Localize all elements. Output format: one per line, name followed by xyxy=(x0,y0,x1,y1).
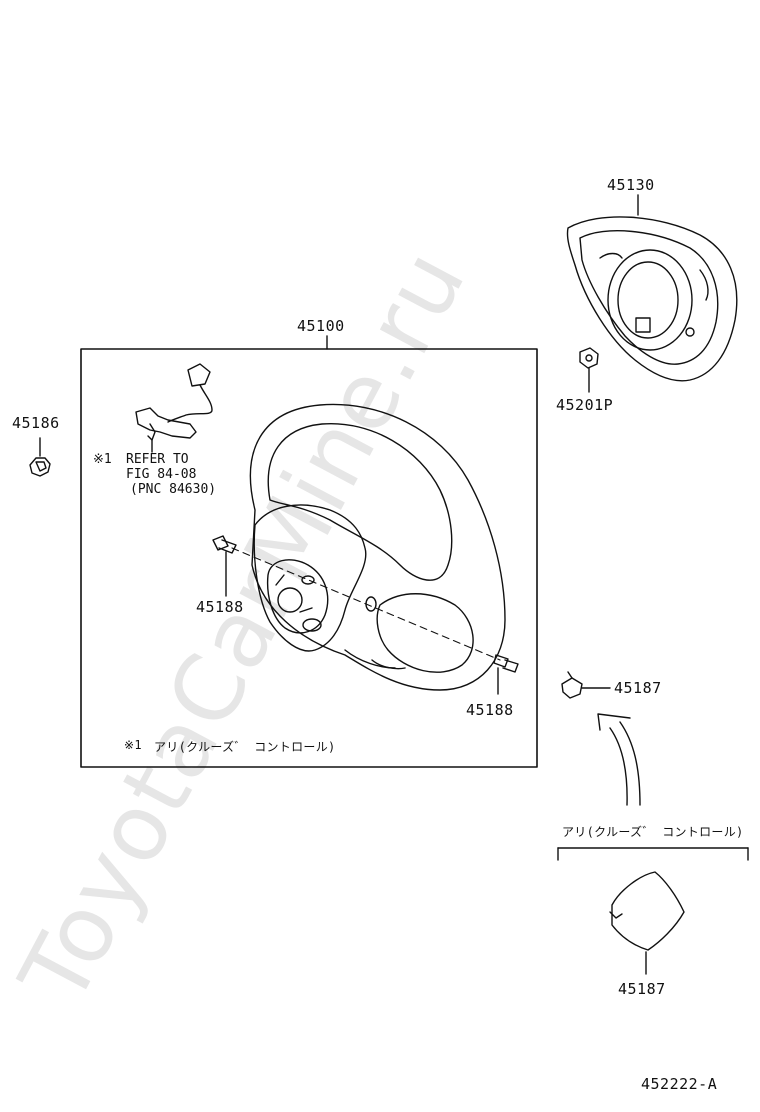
part-label-bolt-right: 45188 xyxy=(466,701,514,719)
bolt-left-drawing xyxy=(212,535,237,597)
part-label-bolt-left: 45188 xyxy=(196,598,244,616)
cruise-note-mark: ※1 xyxy=(124,738,142,752)
nut-drawing xyxy=(579,347,599,393)
cruise-note-text: アリ(クルーズ゛ コントロール) xyxy=(154,740,336,754)
refer-note-line2: FIG 84-08 xyxy=(126,467,197,482)
refer-note-line1: REFER TO xyxy=(126,452,189,467)
part-label-nut: 45201P xyxy=(556,396,614,414)
part-label-cover-left: 45186 xyxy=(12,414,60,432)
cruise-option-label: アリ(クルーズ゛ コントロール) xyxy=(562,825,744,839)
switch-assembly-drawing xyxy=(135,363,213,453)
diagram-code: 452222-A xyxy=(641,1075,718,1093)
pad-assembly-drawing xyxy=(566,194,738,382)
part-label-cover-cruise: 45187 xyxy=(618,980,666,998)
cover-left-drawing xyxy=(29,437,51,477)
refer-note-line3: (PNC 84630) xyxy=(130,482,217,497)
curved-arrow-drawing xyxy=(597,713,641,806)
part-label-steering-wheel: 45100 xyxy=(297,317,345,335)
part-label-clip: 45187 xyxy=(614,679,662,697)
refer-note-mark: ※1 xyxy=(93,452,112,467)
part-label-pad-assembly: 45130 xyxy=(607,176,655,194)
bolt-right-drawing xyxy=(493,654,519,695)
cruise-bracket xyxy=(557,847,749,861)
steering-wheel-drawing xyxy=(249,403,506,691)
clip-drawing xyxy=(561,671,611,699)
wheel-group-frame xyxy=(80,335,538,768)
cover-cruise-drawing xyxy=(609,871,685,975)
bolt-alignment-line xyxy=(231,547,501,661)
